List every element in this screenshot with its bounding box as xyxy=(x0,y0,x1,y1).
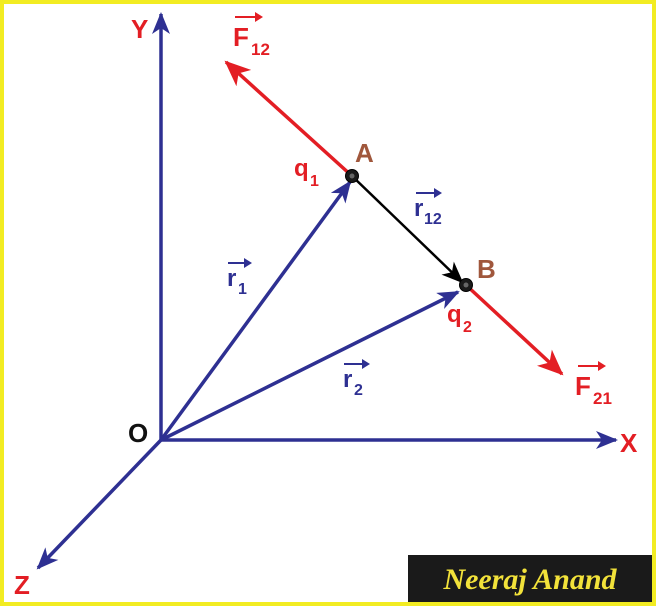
q1-main: q xyxy=(294,155,309,182)
r2-main: r xyxy=(343,366,352,393)
f21-sub: 21 xyxy=(593,389,612,408)
q2-main: q xyxy=(447,301,462,328)
r12-overarrow-head-icon xyxy=(434,188,442,198)
signature-background xyxy=(408,555,652,602)
point-b-label: B xyxy=(477,254,496,284)
r12-sub: 12 xyxy=(424,211,442,228)
q2-sub: 2 xyxy=(463,319,472,336)
r1-overarrow-head-icon xyxy=(244,258,252,268)
point-b-highlight xyxy=(463,282,469,288)
f12-label: F 12 xyxy=(233,12,270,59)
f21-label: F 21 xyxy=(575,361,612,408)
axes xyxy=(36,12,618,570)
f21-main: F xyxy=(575,371,591,401)
z-axis-label: Z xyxy=(14,570,30,600)
q1-sub: 1 xyxy=(310,173,319,190)
r2-vector xyxy=(160,290,460,442)
r2-sub: 2 xyxy=(354,382,363,399)
y-axis-label: Y xyxy=(131,14,148,44)
f21-force-arrow xyxy=(464,283,564,376)
charge-q2-label: q 2 xyxy=(447,301,472,336)
origin-label: O xyxy=(128,418,148,448)
f12-main: F xyxy=(233,22,249,52)
f12-sub: 12 xyxy=(251,40,270,59)
r1-label: r 1 xyxy=(227,258,252,298)
z-axis xyxy=(36,438,163,570)
point-a-label: A xyxy=(355,138,374,168)
f12-overarrow-head-icon xyxy=(255,12,263,22)
r12-label: r 12 xyxy=(414,188,442,228)
signature-text: Neeraj Anand xyxy=(442,563,617,596)
r2-label: r 2 xyxy=(343,359,370,399)
point-a-highlight xyxy=(349,173,355,179)
r1-main: r xyxy=(227,265,236,292)
r12-vector xyxy=(351,175,464,284)
r12-main: r xyxy=(414,195,423,222)
f12-force-arrow xyxy=(224,60,354,178)
signature-box: Neeraj Anand xyxy=(408,555,652,602)
charge-q1-label: q 1 xyxy=(294,155,319,190)
f21-overarrow-head-icon xyxy=(598,361,606,371)
r2-overarrow-head-icon xyxy=(362,359,370,369)
r1-sub: 1 xyxy=(238,281,247,298)
r1-vector xyxy=(159,180,352,442)
x-axis-label: X xyxy=(620,428,638,458)
